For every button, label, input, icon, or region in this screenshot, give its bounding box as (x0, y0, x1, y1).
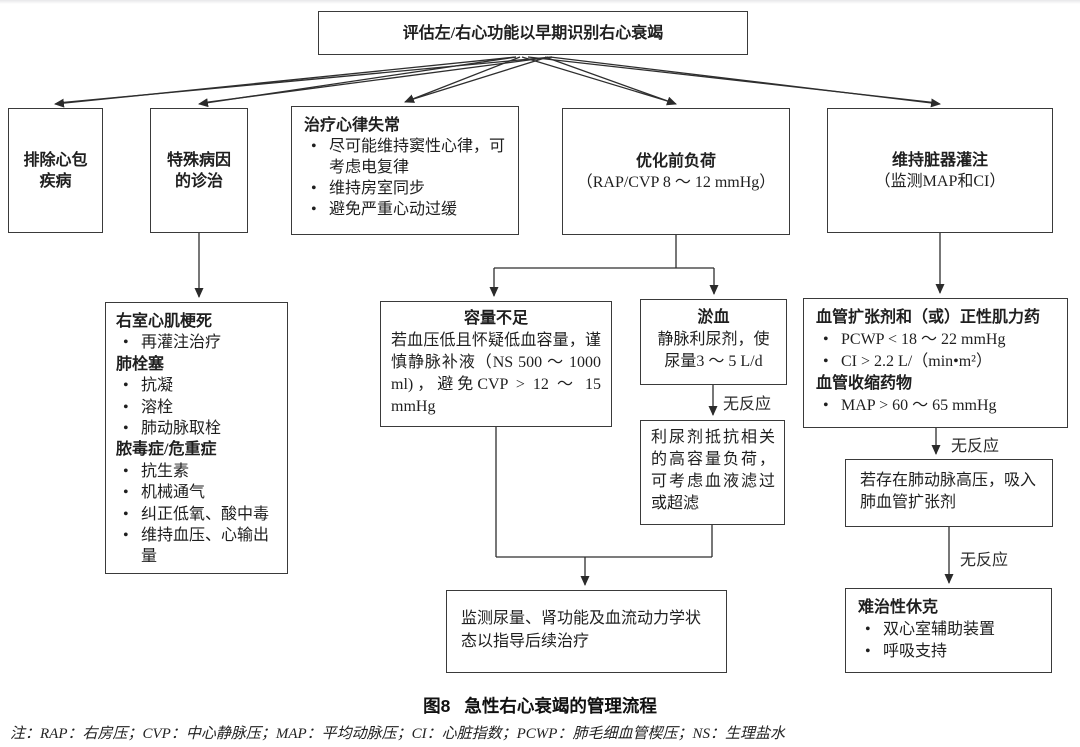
node-etiology: 右室心肌梗死 再灌注治疗 肺栓塞 抗凝 溶栓 肺动脉取栓 脓毒症/危重症 抗生素… (105, 302, 288, 574)
node-arrhythmia-item: 尽可能维持窦性心律，可考虑电复律 (304, 136, 508, 178)
node-perfusion-title: 维持脏器灌注 (891, 151, 988, 169)
node-perfusion: 维持脏器灌注 （监测MAP和CI） (827, 108, 1053, 233)
edge-label-no-response: 无反应 (723, 396, 772, 413)
etiology-heading: 右室心肌梗死 (116, 313, 213, 330)
monitor-text: 监测尿量、肾功能及血流动力学状态以指导后续治疗 (461, 610, 702, 650)
refractory-title: 难治性休克 (858, 599, 939, 616)
node-congestion: 淤血 静脉利尿剂，使尿量3 ～ 5 L/d (640, 299, 787, 385)
vasoactive-item: PCWP < 18 ～ 22 mmHg (816, 329, 1059, 351)
figure-note: 注：RAP：右房压；CVP：中心静脉压；MAP：平均动脉压；CI：心脏指数；PC… (10, 726, 785, 742)
edge-label-no-response: 无反应 (951, 438, 1000, 455)
etiology-item: 再灌注治疗 (116, 332, 279, 354)
refractory-item: 双心室辅助装置 (858, 619, 1043, 641)
node-arrhythmia-item: 避免严重心动过缓 (304, 199, 508, 220)
node-pah: 若存在肺动脉高压，吸入肺血管扩张剂 (845, 459, 1053, 527)
node-preload-title: 优化前负荷 (635, 152, 716, 170)
pah-text: 若存在肺动脉高压，吸入肺血管扩张剂 (860, 472, 1037, 511)
figure-caption: 图8 急性右心衰竭的管理流程 (0, 693, 1080, 718)
etiology-item: 纠正低氧、酸中毒 (116, 504, 279, 526)
vasoactive-item: CI > 2.2 L/（min•m²） (816, 351, 1059, 373)
etiology-item: 机械通气 (116, 482, 279, 504)
node-arrhythmia: 治疗心律失常 尽可能维持窦性心律，可考虑电复律 维持房室同步 避免严重心动过缓 (291, 106, 519, 235)
volume-deficit-body: 若血压低且怀疑低血容量，谨慎静脉补液（NS 500 ～ 1000 ml)，避免C… (391, 332, 601, 415)
node-arrhythmia-title: 治疗心律失常 (304, 117, 401, 134)
top-edge-artifact (0, 0, 1080, 4)
edge-label-no-response: 无反应 (960, 552, 1009, 569)
node-preload-subtitle: （RAP/CVP 8 ～ 12 mmHg） (576, 173, 776, 191)
node-specific-cause: 特殊病因的诊治 (150, 108, 248, 233)
node-root-text: 评估左/右心功能以早期识别右心衰竭 (402, 24, 664, 42)
vasoactive-heading: 血管扩张剂和（或）正性肌力药 (816, 309, 1041, 326)
node-preload: 优化前负荷 （RAP/CVP 8 ～ 12 mmHg） (562, 108, 790, 235)
figure-caption-label: 图8 (423, 696, 451, 716)
node-refractory: 难治性休克 双心室辅助装置 呼吸支持 (845, 588, 1052, 673)
etiology-item: 溶栓 (116, 397, 279, 419)
node-root: 评估左/右心功能以早期识别右心衰竭 (318, 11, 748, 55)
vasoactive-heading: 血管收缩药物 (816, 375, 913, 392)
node-exclude-pericardial-text: 排除心包疾病 (23, 151, 88, 190)
etiology-item: 抗凝 (116, 375, 279, 397)
node-monitor: 监测尿量、肾功能及血流动力学状态以指导后续治疗 (446, 590, 727, 673)
node-volume-deficit: 容量不足 若血压低且怀疑低血容量，谨慎静脉补液（NS 500 ～ 1000 ml… (380, 301, 612, 427)
etiology-item: 抗生素 (116, 461, 279, 483)
congestion-title: 淤血 (697, 309, 730, 326)
etiology-heading: 肺栓塞 (116, 355, 165, 373)
node-diuretic-resistance: 利尿剂抵抗相关的高容量负荷，可考虑血液滤过或超滤 (640, 420, 785, 525)
node-specific-cause-text: 特殊病因的诊治 (166, 151, 231, 190)
volume-deficit-title: 容量不足 (463, 310, 528, 327)
node-exclude-pericardial: 排除心包疾病 (8, 108, 103, 233)
diuretic-resistance-text: 利尿剂抵抗相关的高容量负荷，可考虑血液滤过或超滤 (651, 429, 775, 512)
etiology-item: 维持血压、心输出量 (116, 525, 279, 568)
vasoactive-item: MAP > 60 ～ 65 mmHg (816, 395, 1059, 417)
refractory-item: 呼吸支持 (858, 641, 1043, 663)
node-perfusion-subtitle: （监测MAP和CI） (874, 172, 1006, 190)
congestion-body: 静脉利尿剂，使尿量3 ～ 5 L/d (657, 331, 770, 370)
node-arrhythmia-item: 维持房室同步 (304, 178, 508, 199)
etiology-heading: 脓毒症/危重症 (116, 441, 217, 459)
etiology-item: 肺动脉取栓 (116, 418, 279, 440)
figure-caption-title: 急性右心衰竭的管理流程 (464, 696, 657, 716)
node-vasoactive: 血管扩张剂和（或）正性肌力药 PCWP < 18 ～ 22 mmHg CI > … (803, 298, 1068, 428)
